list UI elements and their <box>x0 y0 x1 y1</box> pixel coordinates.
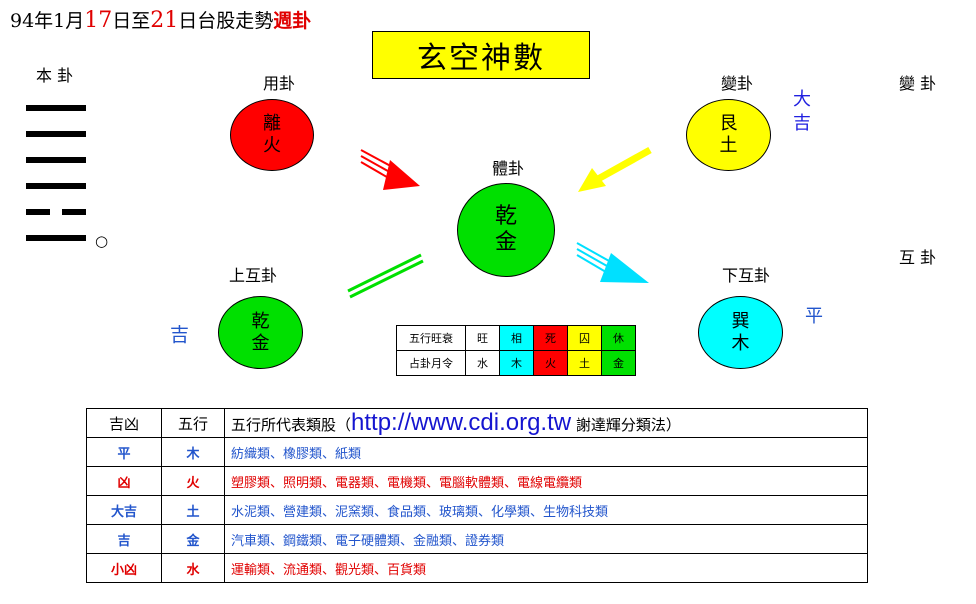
wuxing-cell: 火 <box>533 350 568 376</box>
bian-element: 土 <box>719 135 738 156</box>
circle-ti-gua: 乾 金 <box>457 183 555 277</box>
row-element: 木 <box>161 437 225 467</box>
table-header-row: 吉凶 五行 五行所代表類股（http://www.cdi.org.tw 謝達輝分… <box>86 408 868 438</box>
header-categories-suffix: 謝達輝分類法） <box>571 416 681 434</box>
hexagram-line-1 <box>26 105 86 111</box>
row-element: 土 <box>161 495 225 525</box>
arrow-bian-to-ti <box>578 146 652 192</box>
row-fortune: 小凶 <box>86 553 162 583</box>
table-row: 小凶 水 運輸類、流通類、觀光類、百貨類 <box>86 553 868 583</box>
label-ben-gua: 本 卦 <box>36 66 74 85</box>
table-row: 凶 火 塑膠類、照明類、電器類、電機類、電腦軟體類、電線電纜類 <box>86 466 868 496</box>
arrow-ti-to-xia <box>576 242 649 283</box>
header-fortune: 吉凶 <box>86 408 162 438</box>
ti-element: 金 <box>494 230 517 255</box>
row-fortune: 大吉 <box>86 495 162 525</box>
wuxing-row-month: 占卦月令 水 木 火 土 金 <box>396 350 636 376</box>
wuxing-cell: 相 <box>499 325 534 351</box>
wuxing-cell: 金 <box>601 350 636 376</box>
row-fortune: 平 <box>86 437 162 467</box>
omen-shang: 吉 <box>170 324 190 346</box>
row-fortune: 吉 <box>86 524 162 554</box>
row-stocks: 紡織類、橡膠類、紙類 <box>224 437 868 467</box>
row-element: 金 <box>161 524 225 554</box>
ti-trigram: 乾 <box>494 204 517 229</box>
circle-bian-gua: 艮 土 <box>686 99 771 171</box>
title-weekly-hexagram: 週卦 <box>273 10 312 32</box>
omen-bian: 大 吉 <box>793 88 811 136</box>
wuxing-cell: 死 <box>533 325 568 351</box>
wuxing-row1-label: 五行旺衰 <box>396 325 466 351</box>
shang-trigram: 乾 <box>251 310 270 332</box>
title-subject: 日台股走勢 <box>178 10 274 32</box>
hexagram-line-4 <box>26 183 86 189</box>
xia-trigram: 巽 <box>731 310 750 332</box>
circle-yong-gua: 離 火 <box>230 99 314 171</box>
header-element: 五行 <box>161 408 225 438</box>
chart-title: 94年1月17日至21日台股走勢週卦 <box>10 6 311 33</box>
wuxing-row-strength: 五行旺衰 旺 相 死 囚 休 <box>396 325 636 351</box>
banner-title: 玄空神數 <box>372 31 590 79</box>
omen-xia: 平 <box>805 306 823 327</box>
arrow-yong-to-ti <box>360 149 420 190</box>
wuxing-row2-label: 占卦月令 <box>396 350 466 376</box>
yong-element: 火 <box>263 135 281 156</box>
label-bian-gua: 變卦 <box>721 74 754 93</box>
changing-line-marker: ○ <box>95 232 109 250</box>
omen-bian-line1: 大 <box>793 89 811 110</box>
omen-bian-line2: 吉 <box>793 113 811 134</box>
row-stocks: 塑膠類、照明類、電器類、電機類、電腦軟體類、電線電纜類 <box>224 466 868 496</box>
title-date-prefix: 94年1月 <box>10 10 85 32</box>
hexagram-line-5-right <box>62 209 86 215</box>
wuxing-table: 五行旺衰 旺 相 死 囚 休 占卦月令 水 木 火 土 金 <box>396 325 636 376</box>
row-stocks: 運輸類、流通類、觀光類、百貨類 <box>224 553 868 583</box>
label-bian-gua-right: 變 卦 <box>899 74 937 93</box>
table-row: 平 木 紡織類、橡膠類、紙類 <box>86 437 868 467</box>
website-link[interactable]: http://www.cdi.org.tw <box>351 409 572 436</box>
label-yong-gua: 用卦 <box>263 74 296 93</box>
link-shang-to-ti <box>347 253 424 299</box>
row-stocks: 汽車類、鋼鐵類、電子硬體類、金融類、證券類 <box>224 524 868 554</box>
hexagram-line-6 <box>26 235 86 241</box>
label-hu-gua-right: 互 卦 <box>899 248 937 267</box>
title-end-day: 21 <box>150 8 179 33</box>
row-element: 火 <box>161 466 225 496</box>
yong-trigram: 離 <box>263 113 281 134</box>
circle-shang-hu-gua: 乾 金 <box>218 296 303 369</box>
shang-element: 金 <box>251 332 270 354</box>
label-ti-gua: 體卦 <box>492 159 525 178</box>
wuxing-cell: 旺 <box>465 325 500 351</box>
hexagram-line-2 <box>26 131 86 137</box>
row-stocks: 水泥類、營建類、泥窯類、食品類、玻璃類、化學類、生物科技類 <box>224 495 868 525</box>
wuxing-cell: 囚 <box>567 325 602 351</box>
header-categories-prefix: 五行所代表類股（ <box>231 416 352 434</box>
label-shang-hu-gua: 上互卦 <box>229 266 278 285</box>
wuxing-cell: 土 <box>567 350 602 376</box>
bian-trigram: 艮 <box>719 113 738 134</box>
wuxing-cell: 木 <box>499 350 534 376</box>
title-to: 日至 <box>112 10 151 32</box>
row-fortune: 凶 <box>86 466 162 496</box>
hexagram-line-3 <box>26 157 86 163</box>
title-start-day: 17 <box>84 8 113 33</box>
header-categories: 五行所代表類股（http://www.cdi.org.tw 謝達輝分類法） <box>224 408 868 438</box>
label-xia-hu-gua: 下互卦 <box>722 266 771 285</box>
circle-xia-hu-gua: 巽 木 <box>698 296 783 369</box>
stock-category-table: 吉凶 五行 五行所代表類股（http://www.cdi.org.tw 謝達輝分… <box>86 408 868 583</box>
wuxing-cell: 水 <box>465 350 500 376</box>
xia-element: 木 <box>731 332 750 354</box>
table-row: 大吉 土 水泥類、營建類、泥窯類、食品類、玻璃類、化學類、生物科技類 <box>86 495 868 525</box>
wuxing-cell: 休 <box>601 325 636 351</box>
row-element: 水 <box>161 553 225 583</box>
table-row: 吉 金 汽車類、鋼鐵類、電子硬體類、金融類、證券類 <box>86 524 868 554</box>
hexagram-line-5-left <box>26 209 50 215</box>
